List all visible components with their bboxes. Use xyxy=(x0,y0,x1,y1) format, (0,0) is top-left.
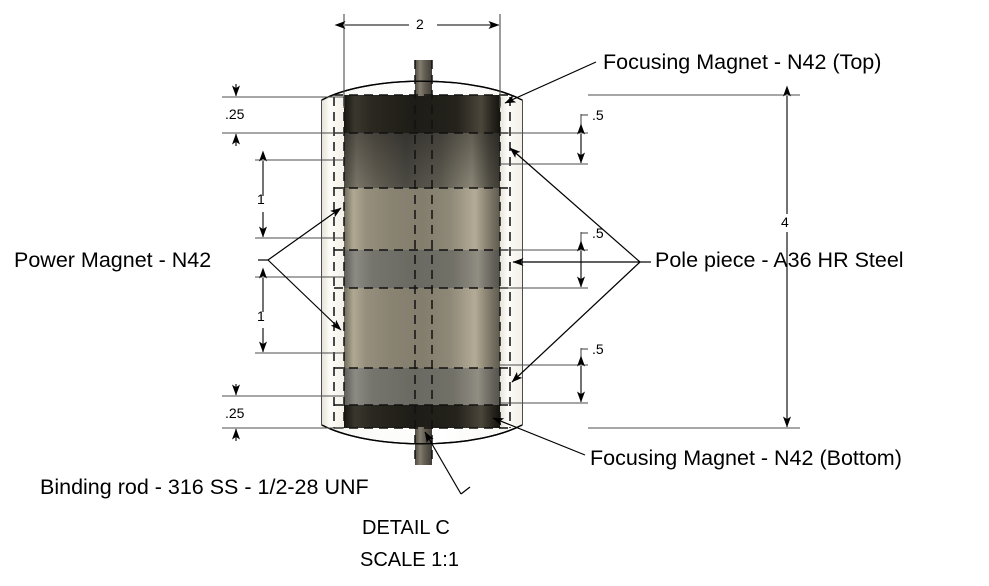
callout-binding-rod: Binding rod - 316 SS - 1/2-28 UNF xyxy=(40,475,369,499)
dimension-label-pole-mid: .5 xyxy=(592,225,604,241)
hidden-lines xyxy=(333,60,511,465)
callout-pole-piece: Pole piece - A36 HR Steel xyxy=(655,248,904,272)
dimension-label-focusing-bottom-thk: .25 xyxy=(225,405,245,421)
dimension-label-power-magnet-upper: 1 xyxy=(257,191,265,207)
band-pole-piece-upper xyxy=(344,250,500,288)
leader-focusing-magnet-top xyxy=(504,61,597,104)
dimension-focusing-bottom-thickness xyxy=(222,384,344,441)
dimension-label-overall-width: 2 xyxy=(416,16,424,32)
dimension-overall-width xyxy=(334,14,501,108)
dimension-label-pole-bottom: .5 xyxy=(592,341,604,357)
leader-focusing-magnet-bottom xyxy=(492,417,586,456)
dimension-focusing-top-thickness xyxy=(222,84,344,146)
dimension-pole-top xyxy=(500,114,588,165)
detail-title: DETAIL C xyxy=(362,517,450,539)
band-power-magnet-upper-b xyxy=(344,188,500,250)
dimension-power-magnet-upper xyxy=(255,150,344,239)
callout-focusing-magnet-bottom: Focusing Magnet - N42 (Bottom) xyxy=(590,446,902,470)
dimension-overall-height xyxy=(588,85,800,429)
dimension-pole-mid xyxy=(500,232,588,289)
dimension-label-pole-top: .5 xyxy=(592,107,604,123)
leader-binding-rod xyxy=(424,431,471,495)
detail-scale: SCALE 1:1 xyxy=(360,549,459,571)
leader-pole-piece xyxy=(509,147,651,383)
band-pole-piece-lower xyxy=(344,368,500,405)
band-focusing-magnet-top xyxy=(344,95,500,133)
callout-focusing-magnet-top: Focusing Magnet - N42 (Top) xyxy=(603,50,882,74)
band-power-magnet-lower xyxy=(344,288,500,368)
callout-power-magnet: Power Magnet - N42 xyxy=(14,248,212,272)
dimension-label-power-magnet-lower: 1 xyxy=(257,308,265,324)
dimension-label-focusing-top-thk: .25 xyxy=(225,106,245,122)
dimension-power-magnet-lower xyxy=(255,267,344,354)
band-focusing-magnet-bottom xyxy=(344,405,500,428)
component-stack xyxy=(344,95,500,428)
sleeve-walls xyxy=(322,97,522,428)
dimension-label-overall-height: 4 xyxy=(781,214,789,230)
leader-power-magnet xyxy=(258,207,342,331)
dimension-pole-bottom xyxy=(500,348,588,404)
